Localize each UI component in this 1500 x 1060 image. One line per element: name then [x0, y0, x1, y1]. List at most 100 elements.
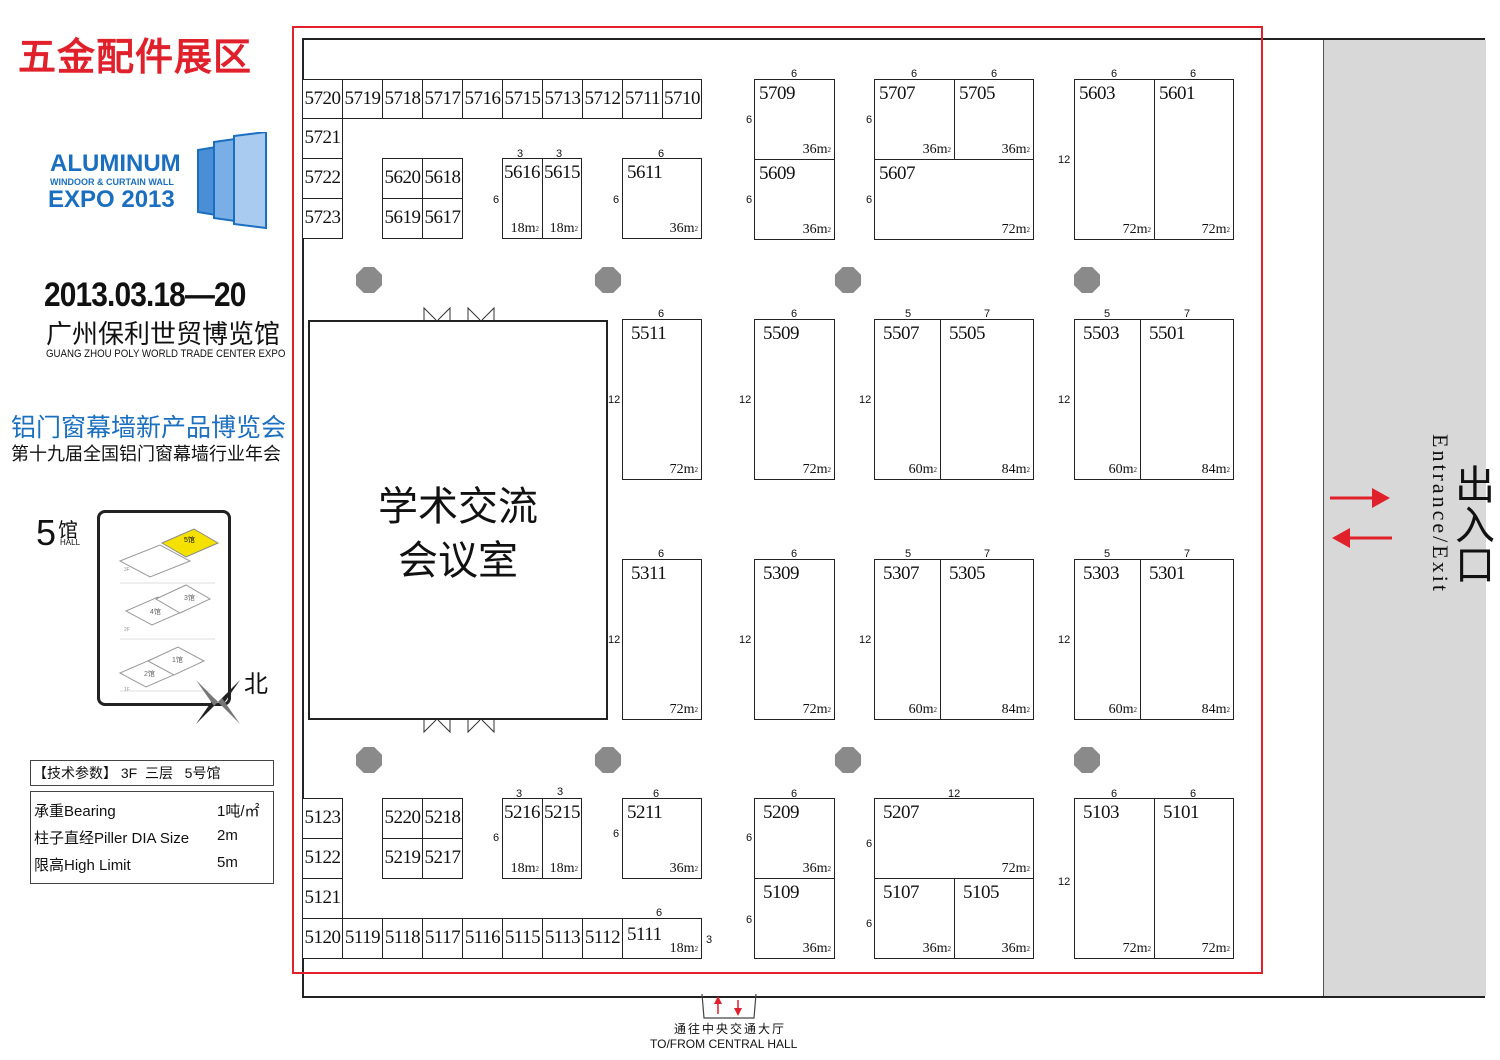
dim-label: 12: [1058, 634, 1071, 646]
booth-5122[interactable]: 5122: [302, 838, 343, 879]
booth-5619[interactable]: 5619: [382, 198, 423, 239]
booth-area: 72m2: [1201, 222, 1230, 237]
booth-5209[interactable]: 5209 36m2: [754, 798, 835, 879]
booth-5503[interactable]: 5503 60m2: [1074, 319, 1141, 480]
booth-number: 5609: [759, 163, 796, 184]
dim-label: 12: [948, 788, 961, 800]
dim-label: 3: [517, 148, 524, 160]
hall-1-label: 1馆: [172, 657, 183, 664]
booth-5607[interactable]: 5607 72m2: [874, 159, 1034, 240]
entrance-label-en: Entrance/Exit: [1428, 434, 1453, 594]
booth-5116[interactable]: 5116: [462, 918, 503, 959]
booth-5109[interactable]: 5109 36m2: [754, 878, 835, 959]
spec-table: 承重Bearing 1吨/㎡ 柱子直经Piller DIA Size 2m 限高…: [30, 791, 274, 884]
booth-number: 5111: [627, 924, 662, 945]
booth-5105[interactable]: 5105 36m2: [954, 878, 1034, 959]
booth-5710[interactable]: 5710: [662, 79, 702, 119]
booth-number: 5616: [504, 162, 541, 183]
booth-5720[interactable]: 5720: [302, 79, 343, 119]
booth-5220[interactable]: 5220: [382, 798, 423, 839]
booth-5119[interactable]: 5119: [342, 918, 383, 959]
booth-number: 5511: [631, 323, 667, 344]
booth-5507[interactable]: 5507 60m2: [874, 319, 941, 480]
booth-5101[interactable]: 5101 72m2: [1154, 798, 1234, 959]
booth-5601[interactable]: 5601 72m2: [1154, 79, 1234, 240]
booth-5311[interactable]: 5311 72m2: [622, 559, 702, 720]
booth-5103[interactable]: 5103 72m2: [1074, 798, 1155, 959]
booth-5115[interactable]: 5115: [502, 918, 543, 959]
booth-5722[interactable]: 5722: [302, 158, 343, 199]
pillar: [835, 267, 861, 293]
dim-label: 6: [746, 194, 753, 206]
booth-area: 72m2: [1201, 941, 1230, 956]
booth-5712[interactable]: 5712: [582, 79, 623, 119]
booth-5120[interactable]: 5120: [302, 918, 343, 959]
dim-label: 3: [706, 934, 713, 946]
booth-5501[interactable]: 5501 84m2: [1140, 319, 1234, 480]
booth-5117[interactable]: 5117: [422, 918, 463, 959]
booth-5723[interactable]: 5723: [302, 198, 343, 239]
booth-5718[interactable]: 5718: [382, 79, 423, 119]
booth-5716[interactable]: 5716: [462, 79, 503, 119]
booth-5111[interactable]: 5111 18m2: [622, 918, 702, 959]
booth-area: 36m2: [802, 941, 831, 956]
booth-5505[interactable]: 5505 84m2: [940, 319, 1034, 480]
booth-5113[interactable]: 5113: [542, 918, 583, 959]
dim-label: 6: [1111, 68, 1118, 80]
booth-5719[interactable]: 5719: [342, 79, 383, 119]
dim-label: 5: [1104, 308, 1111, 320]
dim-label: 6: [653, 788, 660, 800]
booth-number: 5307: [883, 563, 920, 584]
dim-label: 7: [984, 308, 991, 320]
booth-5611[interactable]: 5611 36m2: [622, 158, 702, 239]
booth-5715[interactable]: 5715: [502, 79, 543, 119]
booth-5705[interactable]: 5705 36m2: [954, 79, 1034, 160]
booth-5717[interactable]: 5717: [422, 79, 463, 119]
logo-line2: WINDOOR & CURTAIN WALL: [50, 177, 174, 187]
booth-5219[interactable]: 5219: [382, 838, 423, 879]
dim-label: 6: [493, 194, 500, 206]
venue-en: GUANG ZHOU POLY WORLD TRADE CENTER EXPO: [46, 348, 286, 360]
booth-5118[interactable]: 5118: [382, 918, 423, 959]
booth-5216[interactable]: 5216 18m2: [502, 798, 543, 879]
booth-5207[interactable]: 5207 72m2: [874, 798, 1034, 879]
booth-5616[interactable]: 5616 18m2: [502, 158, 543, 239]
dim-label: 5: [1104, 548, 1111, 560]
booth-5511[interactable]: 5511 72m2: [622, 319, 702, 480]
booth-area: 18m2: [549, 221, 578, 236]
booth-area: 72m2: [1122, 222, 1151, 237]
booth-5303[interactable]: 5303 60m2: [1074, 559, 1141, 720]
booth-number: 5105: [963, 882, 1000, 903]
expo-dates: 2013.03.18—20: [44, 276, 246, 314]
booth-5618[interactable]: 5618: [422, 158, 463, 199]
booth-5301[interactable]: 5301 84m2: [1140, 559, 1234, 720]
booth-5707[interactable]: 5707 36m2: [874, 79, 955, 160]
booth-5603[interactable]: 5603 72m2: [1074, 79, 1155, 240]
booth-5509[interactable]: 5509 72m2: [754, 319, 835, 480]
booth-5121[interactable]: 5121: [302, 878, 343, 919]
booth-5709[interactable]: 5709 36m2: [754, 79, 835, 160]
booth-5112[interactable]: 5112: [582, 918, 623, 959]
booth-5609[interactable]: 5609 36m2: [754, 159, 835, 240]
booth-number: 5107: [883, 882, 920, 903]
booth-5107[interactable]: 5107 36m2: [874, 878, 955, 959]
booth-5307[interactable]: 5307 60m2: [874, 559, 941, 720]
booth-5215[interactable]: 5215 18m2: [542, 798, 582, 879]
booth-area: 36m2: [669, 221, 698, 236]
booth-5713[interactable]: 5713: [542, 79, 583, 119]
dim-label: 6: [656, 907, 663, 919]
north-label: 北: [244, 671, 268, 698]
booth-5617[interactable]: 5617: [422, 198, 463, 239]
booth-5309[interactable]: 5309 72m2: [754, 559, 835, 720]
entrance-label-cn: 出入口: [1449, 464, 1494, 584]
booth-5217[interactable]: 5217: [422, 838, 463, 879]
booth-5721[interactable]: 5721: [302, 118, 343, 159]
booth-5211[interactable]: 5211 36m2: [622, 798, 702, 879]
booth-5123[interactable]: 5123: [302, 798, 343, 839]
booth-5711[interactable]: 5711: [622, 79, 663, 119]
booth-5620[interactable]: 5620: [382, 158, 423, 199]
booth-5305[interactable]: 5305 84m2: [940, 559, 1034, 720]
zone-boundary: [292, 26, 1263, 974]
booth-5218[interactable]: 5218: [422, 798, 463, 839]
booth-5615[interactable]: 5615 18m2: [542, 158, 582, 239]
